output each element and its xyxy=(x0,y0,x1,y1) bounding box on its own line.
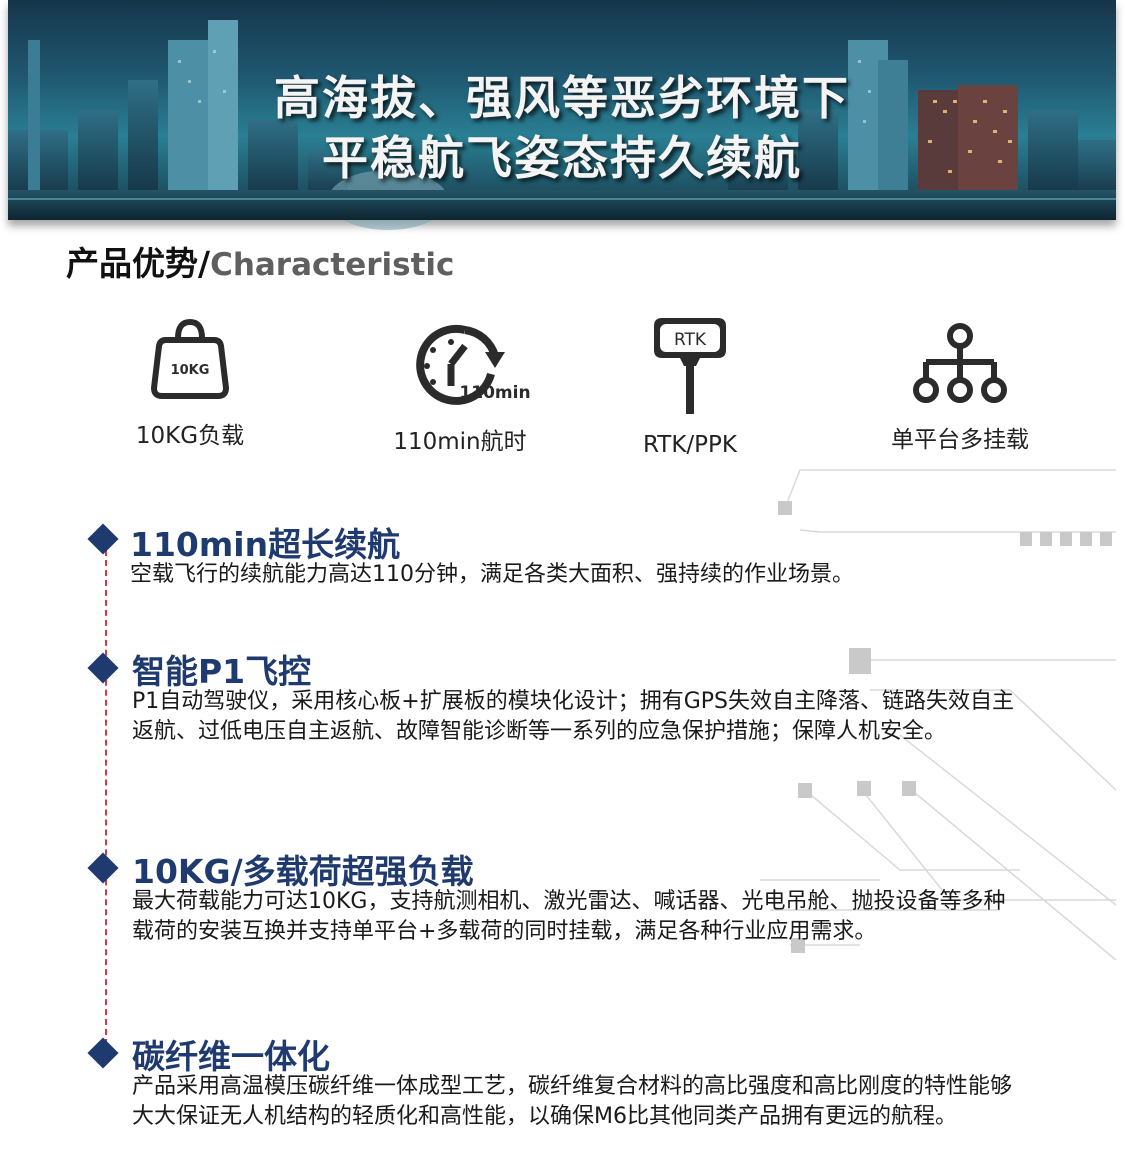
banner-title-line1: 高海拔、强风等恶劣环境下 xyxy=(274,71,850,125)
stopwatch-icon: 110min xyxy=(416,324,531,405)
city-skyline-image xyxy=(8,20,1116,230)
advantage-desc: 产品采用高温模压碳纤维一体成型工艺，碳纤维复合材料的高比强度和高比刚度的特性能够… xyxy=(132,1074,1013,1129)
advantage-desc: 最大荷载能力可达10KG，支持航测相机、激光雷达、喊话器、光电吊舱、抛投设备等多… xyxy=(132,889,1006,944)
section-heading: 产品优势/Characteristic xyxy=(66,237,454,285)
diamond-bullet-icon xyxy=(87,852,119,884)
banner-title-line2: 平稳航飞姿态持久续航 xyxy=(322,131,802,185)
stopwatch-icon-text: 110min xyxy=(459,383,530,403)
feature-payload: 10KG 10KG负载 xyxy=(110,318,270,450)
diamond-bullet-icon xyxy=(87,652,119,684)
feature-label: RTK/PPK xyxy=(642,432,737,458)
rtk-antenna-icon: RTK xyxy=(654,318,726,414)
feature-label: 单平台多挂载 xyxy=(891,427,1029,453)
hero-banner: 高海拔、强风等恶劣环境下 平稳航飞姿态持久续航 xyxy=(8,0,1116,230)
feature-label: 10KG负载 xyxy=(135,423,245,449)
timeline-dashed-line xyxy=(105,550,107,1055)
advantage-desc: 空载飞行的续航能力高达110分钟，满足各类大面积、强持续的作业场景。 xyxy=(130,562,854,587)
diamond-bullet-icon xyxy=(87,523,119,555)
advantage-title: 碳纤维一体化 xyxy=(132,1037,330,1076)
advantage-title: 智能P1飞控 xyxy=(132,652,312,691)
section-heading-zh: 产品优势/ xyxy=(66,244,211,283)
diamond-bullet-icon xyxy=(87,1037,119,1069)
rtk-icon-text: RTK xyxy=(674,330,707,350)
hierarchy-icon xyxy=(913,323,1007,403)
advantage-desc: P1自动驾驶仪，采用核心板+扩展板的模块化设计；拥有GPS失效自主降落、链路失效… xyxy=(132,689,1014,744)
section-heading-en: Characteristic xyxy=(210,247,455,283)
feature-endurance: 110min 110min航时 xyxy=(380,316,540,456)
feature-rtk: RTK RTK/PPK xyxy=(610,314,770,458)
weight-icon-text: 10KG xyxy=(171,363,210,378)
feature-multi-mount: 单平台多挂载 xyxy=(880,322,1040,454)
advantage-title: 110min超长续航 xyxy=(130,525,401,564)
weight-icon: 10KG xyxy=(150,318,230,399)
advantage-title: 10KG/多载荷超强负载 xyxy=(132,852,474,891)
feature-label: 110min航时 xyxy=(393,429,527,455)
